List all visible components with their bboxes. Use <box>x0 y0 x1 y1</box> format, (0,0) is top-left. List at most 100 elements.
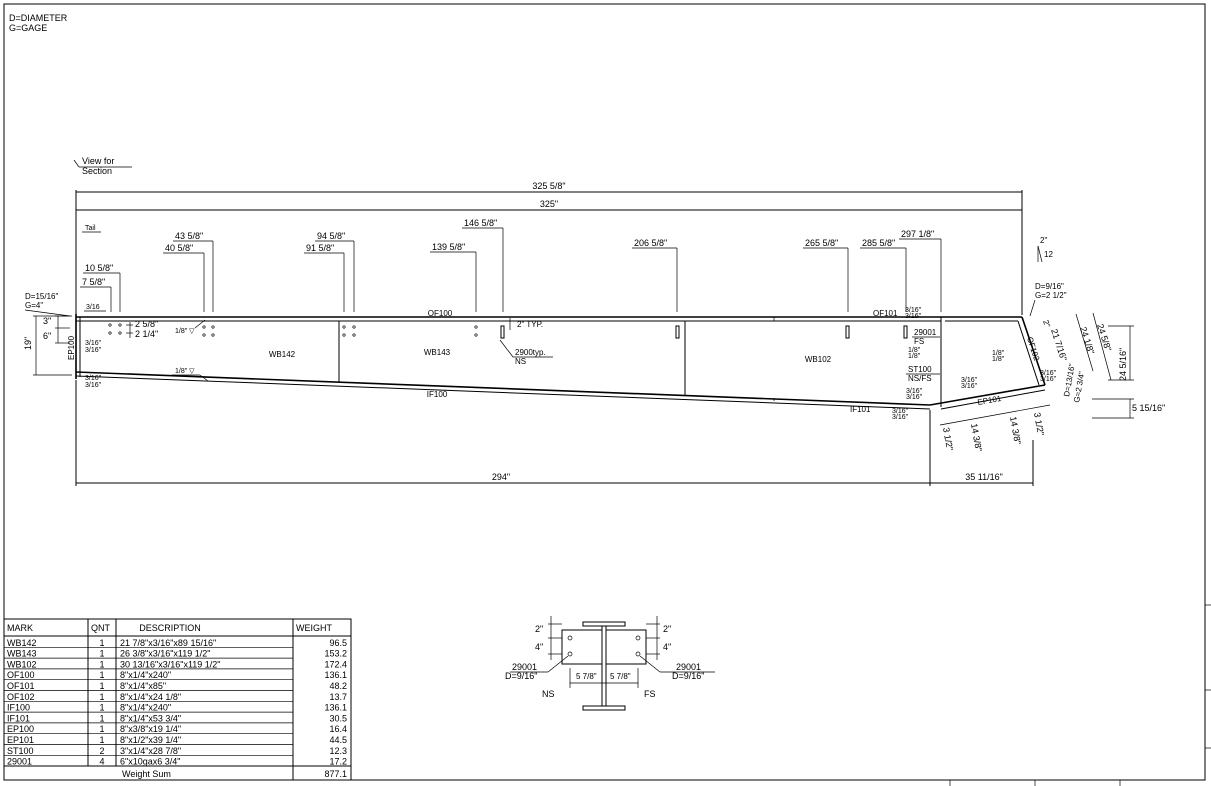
section-diameter-left: D=9/16" <box>505 671 537 681</box>
bom-cell-mark: WB102 <box>7 659 37 669</box>
weld-3-16-l: 3/16" <box>1040 376 1057 383</box>
section-dim-2-right: 2" <box>663 624 671 634</box>
weld-1-8-c: 1/8" <box>908 347 921 354</box>
dim-bottom-294: 294" <box>492 472 510 482</box>
bom-cell-qnt: 1 <box>99 659 104 669</box>
dim-146: 146 5/8" <box>464 218 497 228</box>
section-top-flange <box>582 621 626 627</box>
bom-cell-weight: 44.5 <box>329 735 347 745</box>
bom-cell-weight: 172.4 <box>324 659 347 669</box>
dim-285: 285 5/8" <box>862 238 895 248</box>
bom-cell-qnt: 1 <box>99 649 104 659</box>
bom-cell-description: 3"x1/4"x28 7/8" <box>120 746 181 756</box>
bom-frame <box>3 618 352 781</box>
weld-3-16-a: 3/16" <box>85 340 102 347</box>
label-ep101: EP101 <box>977 394 1003 407</box>
bom-cell-weight: 136.1 <box>324 703 347 713</box>
bom-cell-mark: ST100 <box>7 746 34 756</box>
weld-of101-b: 3/16" <box>905 313 922 320</box>
bom-cell-qnt: 2 <box>99 746 104 756</box>
dim-overall-top: 325 5/8" <box>532 181 565 191</box>
dim-6: 6" <box>43 331 51 341</box>
label-of101: OF101 <box>873 309 898 318</box>
bom-cell-description: 21 7/8"x3/16"x89 15/16" <box>120 638 216 648</box>
bom-cell-mark: WB143 <box>7 649 37 659</box>
view-note-line2: Section <box>82 166 112 176</box>
bom-cell-mark: IF101 <box>7 713 30 723</box>
label-st100: ST100 <box>908 365 932 374</box>
weld-3-16-g: 3/16" <box>892 408 909 415</box>
bom-cell-qnt: 1 <box>99 713 104 723</box>
right-gage: G=2 1/2" <box>1035 291 1067 300</box>
bom-cell-weight: 30.5 <box>329 713 347 723</box>
weld-3-16-i: 3/16" <box>961 377 978 384</box>
dim-10: 10 5/8" <box>85 263 113 273</box>
dim-overall-second: 325" <box>540 199 558 209</box>
bom-sum-label: Weight Sum <box>122 769 171 779</box>
section-diameter-right: D=9/16" <box>672 671 704 681</box>
weld-3-16-b: 3/16" <box>85 347 102 354</box>
bom-cell-mark: WB142 <box>7 638 37 648</box>
legend-diameter: D=DIAMETER <box>9 13 68 23</box>
dim-24-5-8: 24 5/8" <box>1095 323 1113 353</box>
label-ns-fs: NS/FS <box>908 374 932 383</box>
bom-cell-qnt: 1 <box>99 638 104 648</box>
section-dim-4-left: 4" <box>535 642 543 652</box>
weld-3-16-d: 3/16" <box>85 382 102 389</box>
dim-right-2: 2" <box>1041 319 1052 329</box>
bom-cell-description: 8"x1/4"x240" <box>120 670 171 680</box>
dim-43: 43 5/8" <box>175 231 203 241</box>
section-ns: NS <box>542 689 555 699</box>
dim-5-15-16: 5 15/16" <box>1132 403 1165 413</box>
bom-cell-qnt: 1 <box>99 735 104 745</box>
bom-cell-mark: EP100 <box>7 724 34 734</box>
dim-2-5-8: 2 5/8" <box>135 319 158 329</box>
label-wb142: WB142 <box>269 350 296 359</box>
section-view: 2" 4" 2" 4" 29001 D=9/16" 29001 D=9/16" … <box>505 616 715 711</box>
bom-header-weight: WEIGHT <box>296 623 332 633</box>
bom-cell-weight: 13.7 <box>329 692 347 702</box>
bom-cell-weight: 136.1 <box>324 670 347 680</box>
section-dim-4-right: 4" <box>663 642 671 652</box>
bolt-holes <box>108 323 478 337</box>
dim-206: 206 5/8" <box>634 238 667 248</box>
section-bottom-flange <box>582 705 626 711</box>
bom-cell-mark: OF102 <box>7 692 35 702</box>
bom-cell-mark: OF101 <box>7 681 35 691</box>
right-diameter: D=9/16" <box>1035 282 1064 291</box>
tail-label: Tail <box>85 225 96 232</box>
bom-cell-description: 8"x1/2"x39 1/4" <box>120 735 181 745</box>
dim-40: 40 5/8" <box>165 243 193 253</box>
bom-cell-description: 8"x1/4"x53 3/4" <box>120 713 181 723</box>
bom-sum-value: 877.1 <box>324 769 347 779</box>
dim-265: 265 5/8" <box>805 238 838 248</box>
label-if100: IF100 <box>427 390 448 399</box>
label-ns-stiffener: NS <box>515 357 526 366</box>
left-diameter: D=15/16" <box>25 292 58 301</box>
label-2900typ: 2900typ. <box>515 348 546 357</box>
label-fs: FS <box>914 337 924 346</box>
bom-cell-description: 8"x1/4"x240" <box>120 703 171 713</box>
dim-94: 94 5/8" <box>317 231 345 241</box>
label-29001: 29001 <box>914 328 937 337</box>
bom-header-description: DESCRIPTION <box>139 623 201 633</box>
bom-cell-description: 6"x10gax6 3/4" <box>120 757 180 767</box>
dim-3-1-2-a: 3 1/2" <box>941 427 955 452</box>
bom-cell-description: 8"x1/4"x85" <box>120 681 166 691</box>
bom-cell-qnt: 1 <box>99 703 104 713</box>
weld-1-8-e: 1/8" <box>992 350 1005 357</box>
dim-21-7-16: 21 7/16" <box>1049 328 1069 363</box>
left-gage: G=4" <box>25 301 43 310</box>
dim-14-3-8-b: 14 3/8" <box>1008 416 1023 446</box>
bom-cell-description: 30 13/16"x3/16"x119 1/2" <box>120 659 221 669</box>
section-fs: FS <box>644 689 656 699</box>
weld-3-16-f: 3/16" <box>906 394 923 401</box>
bom-cell-mark: IF100 <box>7 703 30 713</box>
section-width-1: 5 7/8" <box>576 672 597 681</box>
bom-cell-description: 26 3/8"x3/16"x119 1/2" <box>120 649 210 659</box>
dim-24-5-16: 24 5/16" <box>1118 348 1128 381</box>
dim-19: 19" <box>23 337 33 350</box>
